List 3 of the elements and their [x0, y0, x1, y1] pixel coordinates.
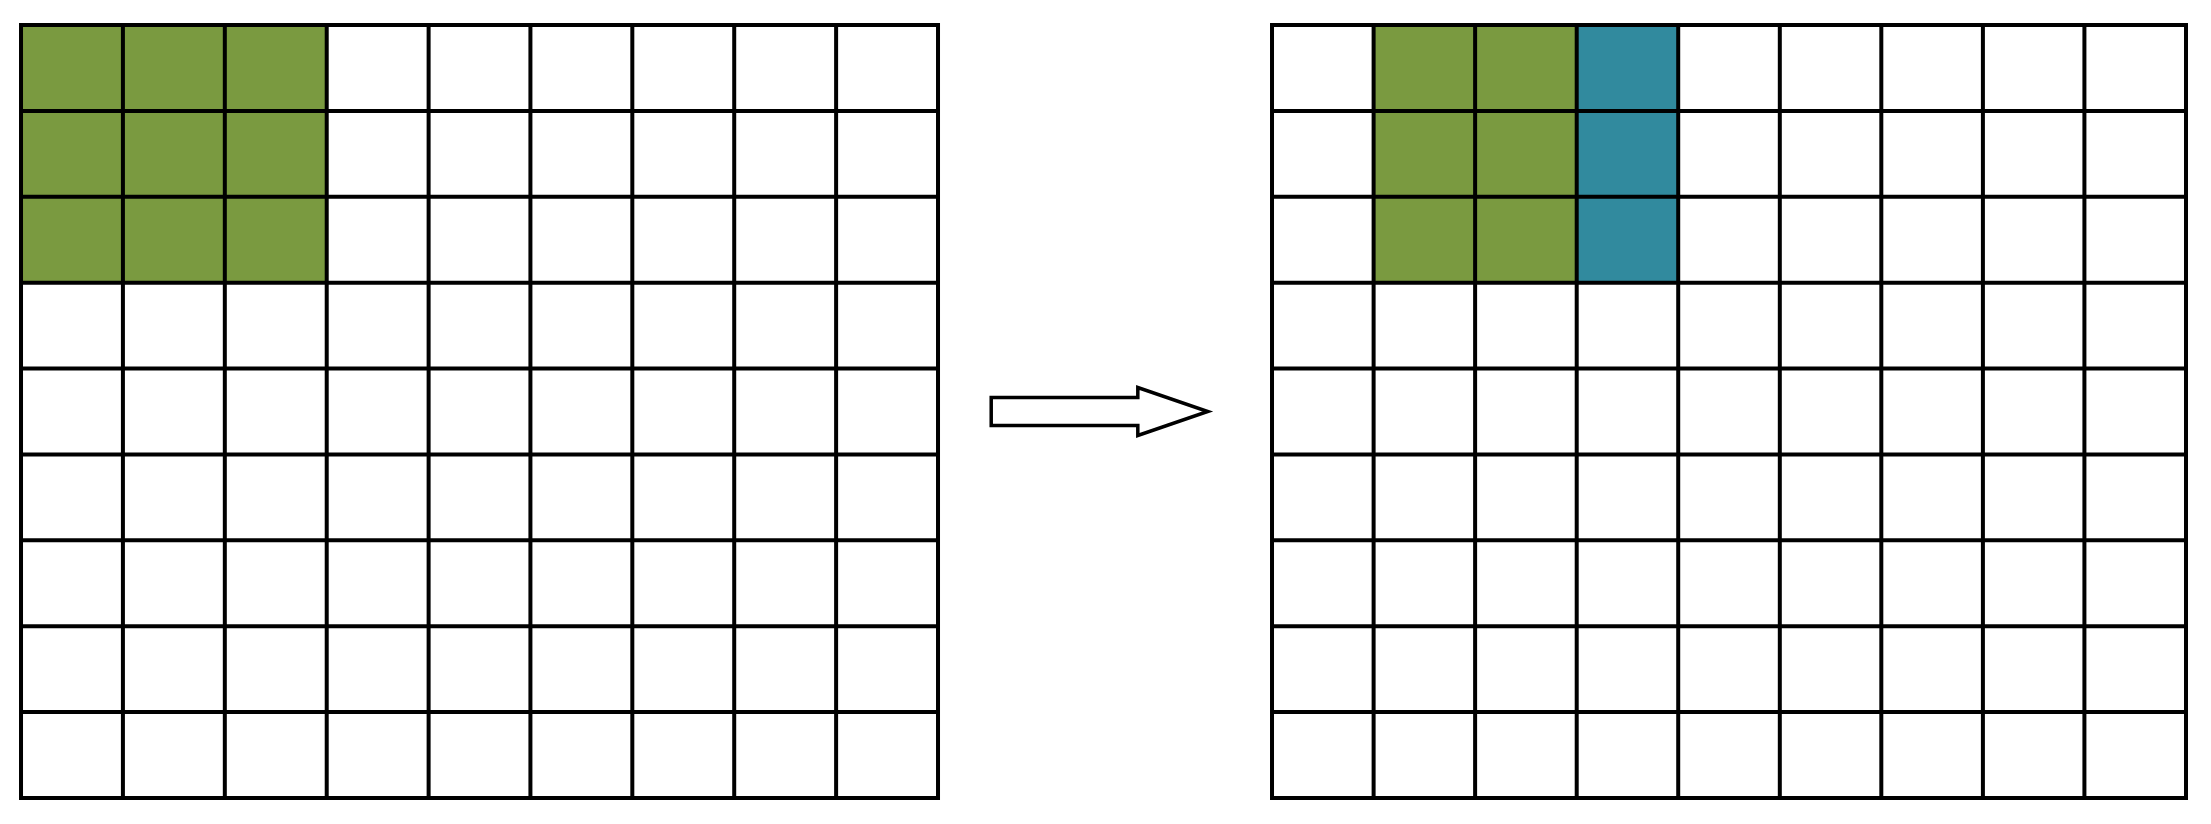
- block-arrow: [989, 385, 1214, 438]
- grid-drawing: [1270, 23, 2188, 800]
- grid-drawing: [19, 23, 940, 800]
